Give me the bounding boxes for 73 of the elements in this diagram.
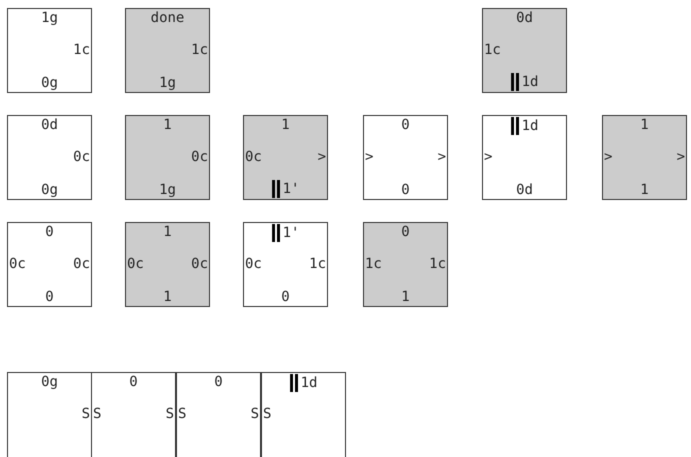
tile [7,115,92,200]
tile-label: 1c [191,42,208,58]
tile-label: 0d [41,117,58,133]
tile-label: 0 [281,289,290,305]
tile-label: 0 [129,374,138,390]
tile-label: 0c [191,256,208,272]
tape-cell [176,372,261,457]
tile-label: 0g [41,75,58,91]
tile-label: 1 [640,182,649,198]
tile [125,222,210,307]
tile-label: 0c [9,256,26,272]
tape-cell [261,372,346,457]
tile-label: 0c [127,256,144,272]
tile-label: > [604,149,612,165]
tile-label: 1d [522,118,538,134]
tile-label: S [166,406,174,422]
tile-label: done [150,10,184,26]
tile-label: 1 [401,289,410,305]
tile-label: 1d [300,375,318,391]
tile-label: 0c [245,256,262,272]
tile-label: 1 [163,224,172,240]
tile-label: > [365,149,374,165]
tile-label: S [93,406,102,422]
tile-label: 0 [214,374,223,390]
tile-label: 1g [159,182,176,198]
tile-label: 1d [522,74,538,90]
tile-label: 1g [159,75,176,91]
tile [7,8,92,93]
tile-label: 1c [484,42,501,58]
tile-label: 0c [73,149,90,165]
tile-label: > [676,149,685,165]
tile [125,115,210,200]
tile-label: 1 [163,117,172,133]
tile-label: 0d [516,10,533,26]
tile-label: 0 [45,289,54,305]
tape-cell [91,372,176,457]
tile [243,222,328,307]
tile-label: 0c [73,256,90,272]
tile-label: 1 [281,117,290,133]
tile-label: > [484,149,492,165]
tile-label: 1 [640,117,649,133]
tile [363,222,448,307]
tile-label: 0c [191,149,208,165]
tile-label: 0g [41,374,58,390]
tape-cell [7,372,92,457]
tile-label: S [178,406,186,422]
tile [7,222,92,307]
tile [243,115,328,200]
tile-label: 0 [401,117,410,133]
tile-label: 0d [516,182,533,198]
tile [125,8,210,93]
tile-label: 0g [41,182,58,198]
tile-label: 1c [429,256,446,272]
tile-label: S [82,406,90,422]
tile-label: 1c [73,42,90,58]
tile-label: 0 [401,182,410,198]
tile-label: S [263,406,272,422]
tile-label: 1g [41,10,58,26]
tile [482,8,567,93]
tile-label: 1' [282,225,300,241]
tile-label: 0c [245,149,262,165]
tile-label: 0 [401,224,410,240]
tile-label: S [250,406,259,422]
tile-label: 1c [365,256,382,272]
tile [363,115,448,200]
tile [482,115,567,200]
tile-label: 0 [45,224,54,240]
tile-label: 1 [163,289,172,305]
tile-label: > [438,149,446,165]
tile-label: 1' [282,181,300,197]
tile-label: 1c [309,256,326,272]
tile-label: > [318,149,326,165]
tile [602,115,687,200]
